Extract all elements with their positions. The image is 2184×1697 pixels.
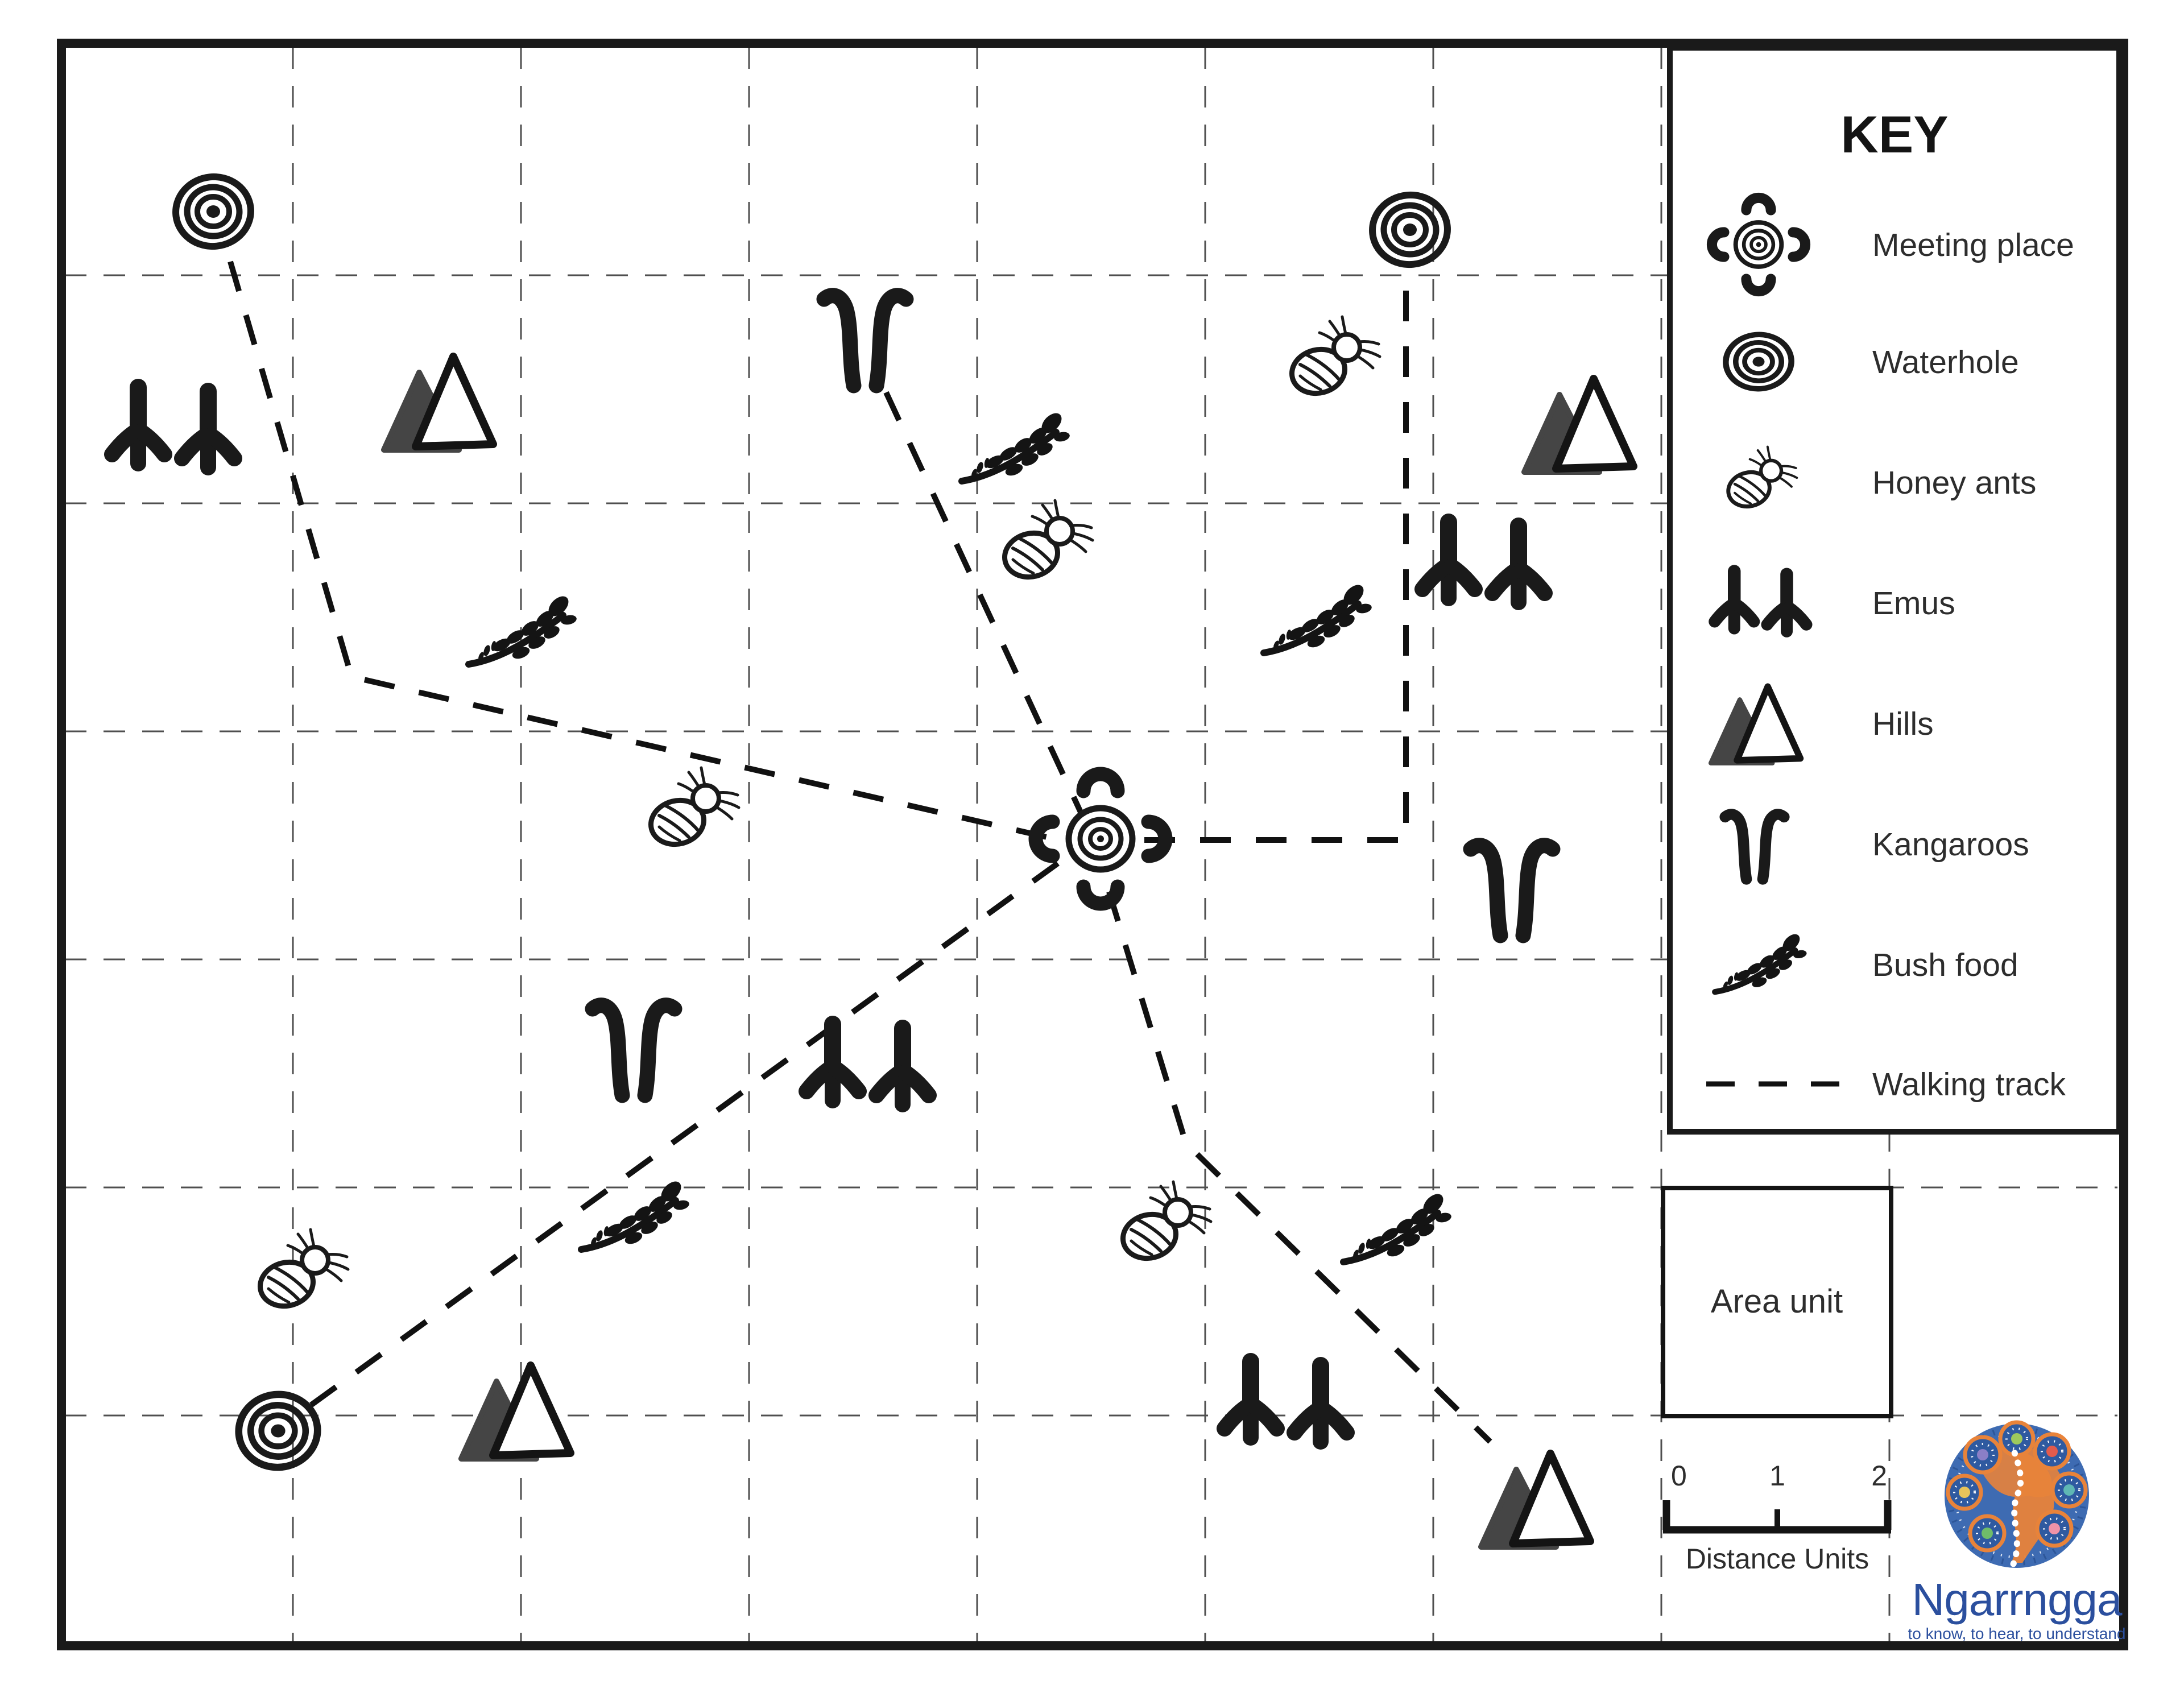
kangaroo-symbol — [1471, 846, 1553, 936]
key-panel: KEY Meeting place Waterhole Honey ants E… — [1667, 45, 2122, 1135]
scale-caption: Distance Units — [1686, 1543, 1869, 1575]
scale-tick-2: 2 — [1871, 1460, 1887, 1492]
honey-ant-symbol — [1287, 317, 1380, 399]
bush-food-symbol — [581, 1178, 690, 1249]
walking-track — [1144, 274, 1409, 843]
area-unit-label: Area unit — [1711, 1283, 1843, 1320]
bush-food-symbol — [469, 593, 577, 664]
walking-track — [308, 860, 1060, 1409]
bush-food-symbol — [1264, 581, 1372, 653]
kangaroo-symbol — [824, 296, 906, 386]
walking-track — [1106, 891, 1492, 1444]
key-item-meeting-place: Meeting place — [1712, 198, 2074, 291]
key-item-emus: Emus — [1715, 572, 1955, 632]
kangaroo-symbol — [593, 1005, 675, 1095]
key-item-label: Bush food — [1872, 947, 2018, 983]
hills-symbol — [1524, 379, 1633, 472]
emus-symbol — [806, 1024, 929, 1104]
bush-food-symbol — [962, 409, 1070, 481]
emus-symbol — [112, 387, 234, 467]
key-item-label: Kangaroos — [1872, 826, 2029, 863]
key-item-label: Honey ants — [1872, 465, 2036, 501]
key-item-label: Emus — [1872, 585, 1955, 622]
map-symbols-layer — [112, 173, 1633, 1547]
waterhole-symbol — [1369, 191, 1451, 268]
ngarrngga-logo: Ngarrngga to know, to hear, to understan… — [1908, 1420, 2126, 1642]
scale-tick-1: 1 — [1769, 1460, 1785, 1492]
ngarrngga-logo-wordmark: Ngarrngga — [1912, 1574, 2123, 1625]
key-title: KEY — [1840, 106, 1948, 164]
honey-ant-symbol — [1118, 1182, 1211, 1264]
ngarrngga-logo-tagline: to know, to hear, to understand — [1908, 1625, 2126, 1642]
bush-food-symbol — [1343, 1190, 1452, 1262]
map-frame — [57, 39, 2128, 1650]
key-item-hills: Hills — [1711, 686, 1934, 763]
waterhole-symbol — [172, 173, 254, 250]
area-unit: Area unit — [1661, 1186, 1893, 1418]
hills-symbol — [384, 357, 493, 450]
key-item-label: Hills — [1872, 706, 1934, 742]
hills-symbol — [461, 1365, 570, 1459]
key-item-label: Waterhole — [1872, 344, 2019, 380]
waterhole-symbol — [235, 1390, 321, 1471]
key-item-label: Meeting place — [1872, 227, 2074, 263]
emus-symbol — [1422, 522, 1545, 602]
honey-ant-symbol — [646, 768, 739, 850]
walking-tracks-layer — [228, 260, 1492, 1444]
key-item-waterhole: Waterhole — [1723, 332, 2019, 392]
emus-symbol — [1225, 1361, 1347, 1442]
logo-canopy-circles — [1946, 1420, 2088, 1553]
honey-ant-symbol — [255, 1230, 348, 1311]
area-unit-box — [1661, 1186, 1893, 1418]
key-item-bush-food: Bush food — [1715, 931, 2018, 992]
key-item-label: Walking track — [1872, 1066, 2066, 1103]
ngarrngga-logo-emblem — [1945, 1420, 2089, 1568]
walking-track — [228, 260, 1060, 843]
key-item-honey-ants: Honey ants — [1724, 447, 2036, 511]
scale-bar: 0 1 2 Distance Units — [1662, 1460, 1892, 1575]
walking-track — [883, 391, 1083, 814]
honey-ant-symbol — [1000, 500, 1093, 582]
scale-tick-0: 0 — [1671, 1460, 1687, 1492]
key-item-walking-track: Walking track — [1706, 1066, 2066, 1103]
key-item-kangaroos: Kangaroos — [1725, 814, 2029, 879]
hills-symbol — [1481, 1454, 1590, 1547]
